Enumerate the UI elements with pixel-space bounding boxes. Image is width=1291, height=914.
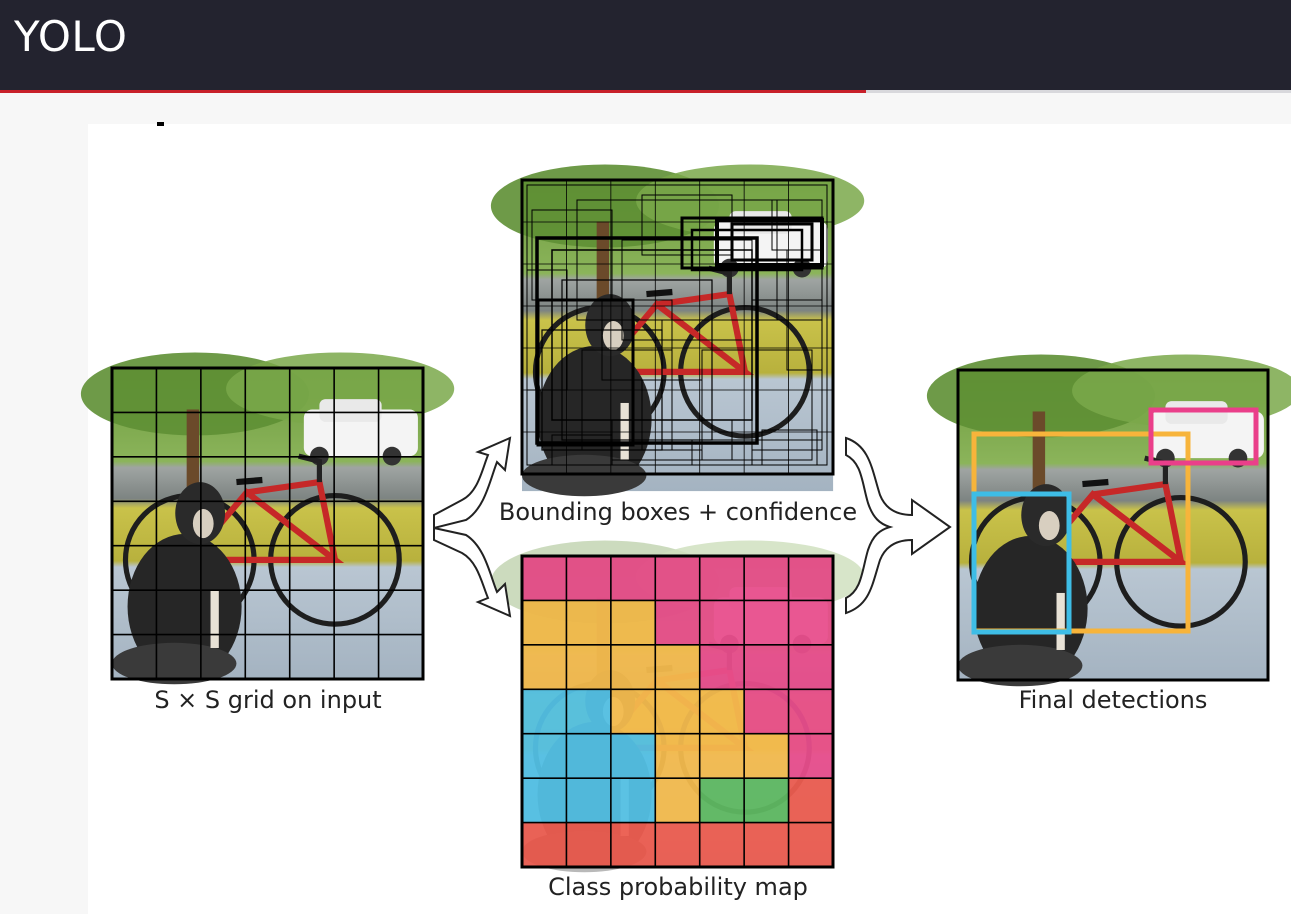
detection-box-car xyxy=(1148,407,1259,466)
class-cell-blue xyxy=(566,733,611,779)
final-caption: Final detections xyxy=(1019,686,1208,714)
class-cell-pink xyxy=(744,600,789,645)
class-cell-yellow xyxy=(566,644,611,690)
predicted-box xyxy=(551,434,613,466)
class-cell-blue xyxy=(522,733,567,779)
class-cell-yellow xyxy=(655,644,700,690)
class-cell-red xyxy=(788,778,833,823)
class-map-cells xyxy=(522,556,833,867)
class-cell-pink xyxy=(699,600,745,645)
class-cell-pink xyxy=(699,556,745,601)
class-cell-blue xyxy=(610,778,656,823)
text-fragment xyxy=(157,122,164,126)
class-cell-red xyxy=(522,822,567,867)
predicted-box xyxy=(786,249,823,371)
class-cell-yellow xyxy=(522,600,567,645)
bounding-boxes-image xyxy=(491,164,864,496)
final-detections-image xyxy=(927,354,1291,686)
class-cell-red xyxy=(788,822,833,867)
class-cell-pink xyxy=(744,644,789,690)
merge-arrow xyxy=(845,436,952,615)
class-cell-blue xyxy=(522,778,567,823)
bounding-box-predictions xyxy=(522,180,833,474)
class-cell-yellow xyxy=(522,644,567,690)
class-cell-yellow xyxy=(655,733,700,779)
input-image xyxy=(81,352,454,684)
left-margin xyxy=(0,93,88,914)
class-cell-pink xyxy=(788,556,833,601)
slide-header: YOLO xyxy=(0,0,1291,90)
header-divider xyxy=(866,90,1291,93)
class-cell-yellow xyxy=(610,644,656,690)
class-cell-red xyxy=(566,822,611,867)
predicted-box xyxy=(581,349,673,451)
predicted-box xyxy=(601,299,673,381)
class-cell-yellow xyxy=(699,733,745,779)
predicted-box xyxy=(561,279,713,441)
class-cell-pink xyxy=(655,600,700,645)
class-cell-pink xyxy=(744,556,789,601)
input-caption: S × S grid on input xyxy=(154,686,381,714)
class-cell-red xyxy=(610,822,656,867)
predicted-box xyxy=(641,194,733,256)
class-cell-blue xyxy=(522,689,567,734)
class-cell-yellow xyxy=(655,778,700,823)
slide-title: YOLO xyxy=(14,12,128,61)
class-cell-yellow xyxy=(610,689,656,734)
class-cell-pink xyxy=(788,600,833,645)
bounding-boxes-caption: Bounding boxes + confidence xyxy=(499,498,857,526)
class-cell-pink xyxy=(788,689,833,734)
class-cell-red xyxy=(744,822,789,867)
class-map-caption: Class probability map xyxy=(548,873,808,901)
class-cell-red xyxy=(655,822,700,867)
top-margin xyxy=(88,93,1291,124)
detection-box-dog xyxy=(971,491,1072,635)
class-cell-pink xyxy=(788,733,833,779)
predicted-box xyxy=(691,439,753,466)
class-cell-blue xyxy=(566,689,611,734)
class-cell-green xyxy=(699,778,745,823)
input-grid xyxy=(112,368,423,679)
split-arrow xyxy=(433,436,512,618)
class-cell-yellow xyxy=(744,733,789,779)
class-cell-pink xyxy=(655,556,700,601)
class-cell-blue xyxy=(610,733,656,779)
class-cell-blue xyxy=(566,778,611,823)
class-cell-red xyxy=(699,822,745,867)
class-cell-pink xyxy=(522,556,567,601)
class-cell-pink xyxy=(788,644,833,690)
predicted-box xyxy=(621,239,753,341)
predicted-box xyxy=(531,209,613,301)
class-cell-pink xyxy=(744,689,789,734)
class-cell-pink xyxy=(699,644,745,690)
class-cell-yellow xyxy=(610,600,656,645)
predicted-box xyxy=(761,429,818,466)
class-cell-pink xyxy=(610,556,656,601)
class-cell-yellow xyxy=(566,600,611,645)
class-cell-pink xyxy=(566,556,611,601)
class-probability-map xyxy=(491,540,864,872)
class-cell-yellow xyxy=(699,689,745,734)
class-cell-green xyxy=(744,778,789,823)
class-map-grid xyxy=(522,556,833,867)
header-accent-line xyxy=(0,90,866,93)
class-cell-yellow xyxy=(655,689,700,734)
